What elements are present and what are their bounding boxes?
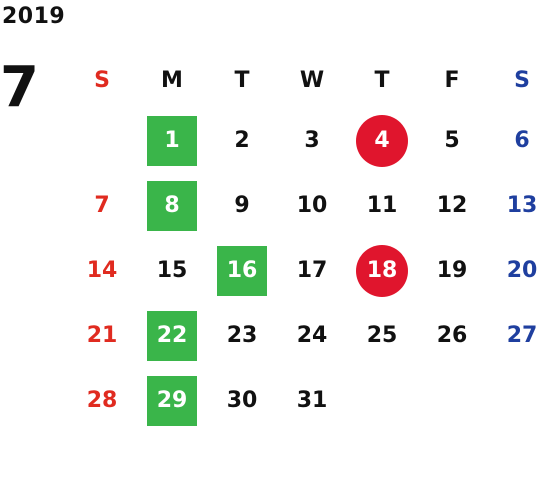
day-number: 3 [304,128,320,153]
day-cell: 9 [207,173,277,238]
day-cell: 13 [487,173,548,238]
day-cell: 29 [137,368,207,433]
day-number: 4 [356,114,408,167]
day-cell: 31 [277,368,347,433]
day-number: 10 [296,193,328,218]
day-cell: 26 [417,303,487,368]
day-number: 24 [296,323,328,348]
weekday-header-wednesday: W [299,67,325,93]
day-number: 26 [436,323,468,348]
day-cell: 19 [417,238,487,303]
day-number: 1 [147,115,197,166]
day-cell: 11 [347,173,417,238]
empty-day-cell [67,108,137,173]
day-number: 17 [296,258,328,283]
day-number: 9 [234,193,250,218]
weekday-header-sunday: S [94,67,110,93]
day-number: 20 [506,258,538,283]
day-cell: 23 [207,303,277,368]
day-cell: 1 [137,108,207,173]
weekday-header-monday: M [161,67,183,93]
day-cell: 10 [277,173,347,238]
day-cell: 25 [347,303,417,368]
weekday-header-thursday: T [374,67,390,93]
day-cell: 15 [137,238,207,303]
day-number: 8 [147,180,197,231]
day-cell: 17 [277,238,347,303]
day-number: 21 [86,323,118,348]
day-cell: 27 [487,303,548,368]
day-number: 29 [147,375,197,426]
day-number: 18 [356,244,408,297]
empty-day-cell [487,368,548,433]
day-cell: 20 [487,238,548,303]
empty-day-cell [417,368,487,433]
day-cell: 24 [277,303,347,368]
day-cell: 7 [67,173,137,238]
empty-day-cell [347,368,417,433]
day-number: 23 [226,323,258,348]
day-cell: 14 [67,238,137,303]
day-number: 11 [366,193,398,218]
day-cell: 2 [207,108,277,173]
day-cell: 16 [207,238,277,303]
year-label: 2019 [2,4,66,29]
day-number: 25 [366,323,398,348]
day-cell: 6 [487,108,548,173]
day-cell: 22 [137,303,207,368]
day-number: 15 [156,258,188,283]
day-cell: 18 [347,238,417,303]
day-cell: 12 [417,173,487,238]
day-number: 14 [86,258,118,283]
day-number: 30 [226,388,258,413]
day-number: 2 [234,128,250,153]
day-cell: 4 [347,108,417,173]
day-cell: 21 [67,303,137,368]
day-number: 19 [436,258,468,283]
day-number: 12 [436,193,468,218]
day-cell: 8 [137,173,207,238]
day-number: 28 [86,388,118,413]
day-number: 7 [94,193,110,218]
day-number: 5 [444,128,460,153]
day-number: 22 [147,310,197,361]
day-number: 16 [217,245,267,296]
month-number: 7 [0,55,39,120]
day-number: 31 [296,388,328,413]
day-cell: 28 [67,368,137,433]
weekday-header-friday: F [444,67,460,93]
weekday-header-saturday: S [514,67,530,93]
day-number: 6 [514,128,530,153]
day-number: 27 [506,323,538,348]
weekday-header-tuesday: T [234,67,250,93]
day-cell: 3 [277,108,347,173]
day-cell: 30 [207,368,277,433]
day-number: 13 [506,193,538,218]
day-cell: 5 [417,108,487,173]
